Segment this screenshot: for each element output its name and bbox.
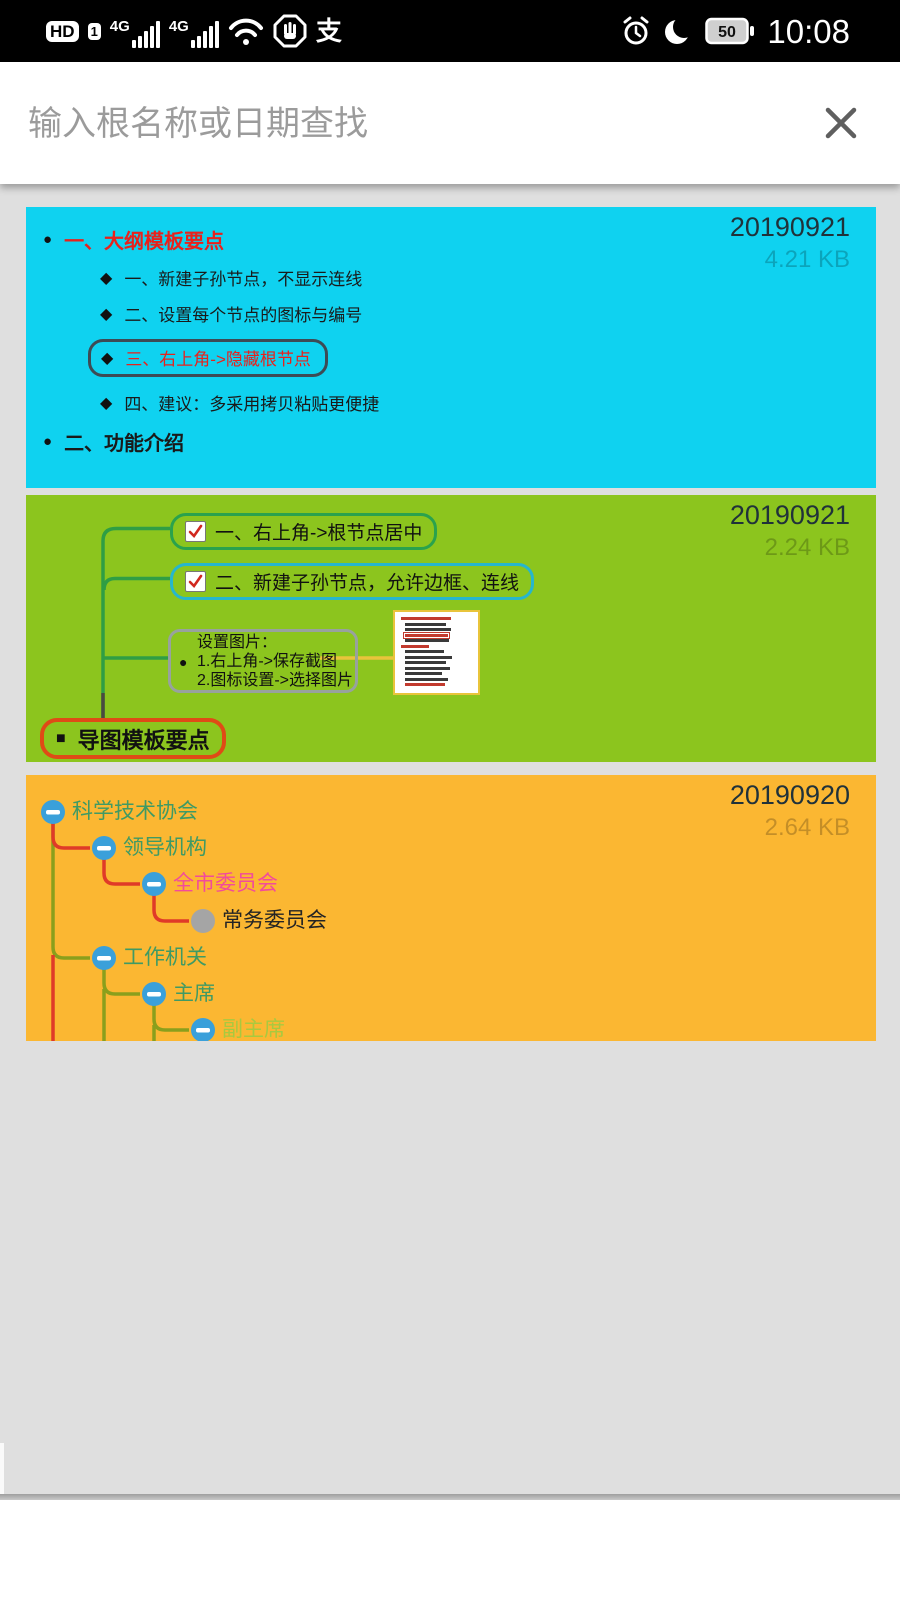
tree-node-label: 主席 [173, 982, 215, 1005]
clock-time: 10:08 [767, 12, 850, 50]
file-size: 2.64 KB [764, 814, 850, 841]
map-node-image-steps: ● 设置图片： 1.右上角->保存截图 2.图标设置->选择图片 [168, 629, 358, 693]
bottom-bar [0, 1500, 900, 1600]
permission-hand-icon [273, 14, 307, 48]
alipay-icon: 支 [315, 16, 342, 46]
outline-item-highlighted: ◆ 三、右上角->隐藏根节点 [88, 339, 328, 377]
outline-item: ● 二、功能介绍 [43, 427, 184, 456]
battery-icon: 50 [705, 17, 755, 45]
sim1-icon: 1 [87, 22, 101, 40]
outline-item-text: 四、建议：多采用拷贝粘贴更便捷 [124, 395, 380, 414]
outline-item: ◆ 一、新建子孙节点，不显示连线 [100, 265, 362, 290]
circle-bullet-icon: ● [179, 654, 188, 670]
status-bar: HD 1 4G 4G [0, 0, 900, 62]
map-node: 一、右上角->根节点居中 [170, 513, 438, 550]
outline-item-text: 三、右上角->隐藏根节点 [125, 350, 311, 369]
map-node-text: 一、右上角->根节点居中 [215, 523, 423, 544]
collapse-node-icons [41, 800, 215, 1041]
file-card-tree[interactable]: 20190920 2.64 KB 科学技术协会 领导机构 全市委员会 常务委员会… [26, 775, 876, 1041]
file-size: 2.24 KB [764, 534, 850, 561]
outline-item-text: 二、设置每个节点的图标与编号 [124, 306, 363, 325]
wifi-icon [228, 18, 263, 45]
outline-item: ● 一、大纲模板要点 [43, 225, 224, 254]
circle-bullet-icon: ● [43, 231, 53, 248]
network-type-label: 4G [109, 18, 130, 35]
checkbox-checked-icon [185, 571, 206, 592]
tree-node-label: 工作机关 [123, 946, 207, 969]
tree-node-label: 副主席 [222, 1018, 285, 1041]
do-not-disturb-moon-icon [665, 16, 694, 44]
signal-2-icon: 4G [169, 14, 219, 48]
diamond-bullet-icon: ◆ [100, 269, 113, 287]
tree-node-label: 全市委员会 [173, 872, 278, 895]
tree-connectors [41, 800, 215, 1041]
square-bullet-icon: ■ [56, 729, 66, 747]
map-root-node: ■ 导图模板要点 [40, 718, 226, 759]
battery-percent: 50 [719, 24, 737, 41]
outline-item: ◆ 二、设置每个节点的图标与编号 [100, 301, 362, 326]
outline-item: ◆ 四、建议：多采用拷贝粘贴更便捷 [100, 390, 379, 415]
diamond-bullet-icon: ◆ [100, 305, 113, 323]
signal-bars-icon [190, 20, 219, 48]
search-bar [0, 62, 900, 186]
status-right-icons: 50 10:08 [621, 0, 850, 62]
signal-1-icon: 4G [110, 14, 160, 48]
hd-icon: HD [46, 20, 79, 42]
signal-bars-icon [131, 20, 160, 48]
file-date: 20190920 [729, 780, 850, 810]
outline-item-text: 一、大纲模板要点 [64, 231, 225, 253]
map-node-text: 2.图标设置->选择图片 [197, 672, 354, 689]
map-node-text: 二、新建子孙节点，允许边框、连线 [215, 573, 520, 594]
map-node-text: 设置图片： [197, 634, 278, 651]
alarm-icon [623, 16, 649, 45]
file-date: 20190921 [729, 212, 850, 242]
close-icon[interactable] [820, 102, 862, 144]
map-root-text: 导图模板要点 [77, 727, 210, 753]
tree-node-label: 常务委员会 [222, 909, 327, 932]
file-date: 20190921 [729, 500, 850, 530]
diamond-bullet-icon: ◆ [101, 349, 114, 367]
tree-node-label: 科学技术协会 [72, 800, 198, 823]
file-card-outline[interactable]: 20190921 4.21 KB ● 一、大纲模板要点 ◆ 一、新建子孙节点，不… [26, 207, 876, 488]
checkbox-checked-icon [185, 521, 206, 542]
map-node: 二、新建子孙节点，允许边框、连线 [170, 563, 535, 600]
file-size: 4.21 KB [764, 246, 850, 273]
embedded-image-thumbnail [393, 610, 480, 695]
circle-bullet-icon: ● [43, 433, 53, 450]
search-input[interactable] [26, 62, 730, 186]
status-left-icons: HD 1 4G 4G [46, 0, 342, 62]
outline-item-text: 一、新建子孙节点，不显示连线 [124, 270, 363, 289]
diamond-bullet-icon: ◆ [100, 394, 113, 412]
map-node-text: 1.右上角->保存截图 [197, 653, 338, 670]
tree-node-label: 领导机构 [123, 836, 207, 859]
file-card-mindmap[interactable]: 20190921 2.24 KB 一、右上角->根节点居中 二、新建子孙节点，允… [26, 495, 876, 762]
divider [0, 1494, 900, 1500]
outline-item-text: 二、功能介绍 [64, 433, 185, 455]
network-type-label: 4G [168, 18, 189, 35]
